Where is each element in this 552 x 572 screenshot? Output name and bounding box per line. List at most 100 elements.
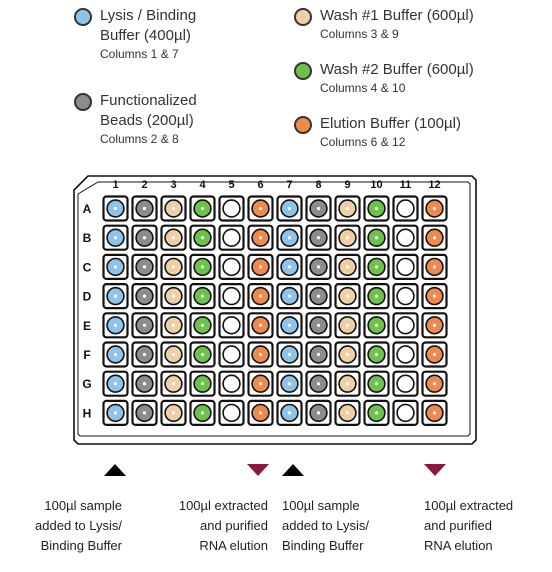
row-label: B (83, 231, 92, 245)
extract2-line2: and purified (424, 518, 492, 533)
sample1-line1: 100µl sample (44, 498, 122, 513)
well (189, 283, 216, 310)
row-label: G (82, 377, 91, 391)
well (102, 195, 129, 222)
well (334, 224, 361, 251)
elution-arrow-down-icon (247, 464, 269, 476)
wash1-columns: Columns 3 & 9 (320, 27, 399, 41)
column-label: 7 (286, 179, 292, 191)
row-label: F (83, 348, 90, 362)
well (218, 283, 245, 310)
extract-annotation-2: 100µl extracted and purified RNA elution (424, 496, 534, 556)
column-label: 4 (199, 179, 206, 191)
well (421, 283, 448, 310)
elution-columns: Columns 6 & 12 (320, 135, 406, 149)
sample1-line2: added to Lysis/ (35, 518, 122, 533)
well (160, 312, 187, 339)
well (189, 224, 216, 251)
well (102, 341, 129, 368)
well (218, 341, 245, 368)
well (160, 283, 187, 310)
well (160, 253, 187, 280)
well (247, 312, 274, 339)
well (276, 341, 303, 368)
legend-beads: Functionalized Beads (200µl) Columns 2 &… (74, 91, 197, 147)
beads-label-line1: Functionalized (100, 92, 197, 109)
wash2-swatch-icon (294, 62, 312, 80)
well (189, 312, 216, 339)
legend-wash2: Wash #2 Buffer (600µl) Columns 4 & 10 (294, 60, 474, 96)
well (247, 341, 274, 368)
well (276, 370, 303, 397)
well (421, 399, 448, 426)
well (305, 253, 332, 280)
row-label: E (83, 319, 91, 333)
well (247, 370, 274, 397)
well (276, 224, 303, 251)
well (334, 283, 361, 310)
well (334, 253, 361, 280)
column-label: 2 (141, 179, 147, 191)
wash1-swatch-icon (294, 8, 312, 26)
elution-arrow-down-icon (424, 464, 446, 476)
sample-arrow-up-icon (104, 464, 126, 476)
well (392, 341, 419, 368)
well (247, 224, 274, 251)
well (305, 312, 332, 339)
extract1-line2: and purified (200, 518, 268, 533)
well (421, 312, 448, 339)
well (305, 399, 332, 426)
sample2-line2: added to Lysis/ (282, 518, 369, 533)
well (392, 253, 419, 280)
well (160, 224, 187, 251)
well (305, 341, 332, 368)
well (102, 283, 129, 310)
well (363, 370, 390, 397)
well (102, 224, 129, 251)
sample1-line3: Binding Buffer (40, 538, 122, 553)
row-label: H (83, 406, 92, 420)
well (334, 341, 361, 368)
well (102, 253, 129, 280)
well (421, 370, 448, 397)
well (363, 195, 390, 222)
well (218, 224, 245, 251)
well (247, 399, 274, 426)
well (363, 283, 390, 310)
well (392, 283, 419, 310)
row-label: C (83, 260, 92, 274)
well (276, 312, 303, 339)
well (392, 312, 419, 339)
extract2-line1: 100µl extracted (424, 498, 514, 513)
well (131, 370, 158, 397)
well (131, 312, 158, 339)
well (392, 195, 419, 222)
well (218, 195, 245, 222)
row-label: A (83, 202, 92, 216)
well (305, 283, 332, 310)
well (102, 399, 129, 426)
well (247, 253, 274, 280)
lysis-label-line2: Buffer (400µl) (100, 27, 191, 44)
beads-label-line2: Beads (200µl) (100, 112, 194, 129)
well (392, 224, 419, 251)
well (189, 341, 216, 368)
sample2-line3: Binding Buffer (282, 538, 364, 553)
column-label: 9 (344, 179, 350, 191)
well (218, 399, 245, 426)
well (421, 224, 448, 251)
column-label: 10 (370, 179, 382, 191)
well (334, 195, 361, 222)
well (421, 195, 448, 222)
well (160, 341, 187, 368)
well (189, 195, 216, 222)
well (334, 312, 361, 339)
well (247, 283, 274, 310)
lysis-swatch-icon (74, 8, 92, 26)
well (276, 399, 303, 426)
well (131, 399, 158, 426)
extract-annotation-1: 100µl extracted and purified RNA elution (170, 496, 268, 556)
well (276, 253, 303, 280)
well (102, 370, 129, 397)
